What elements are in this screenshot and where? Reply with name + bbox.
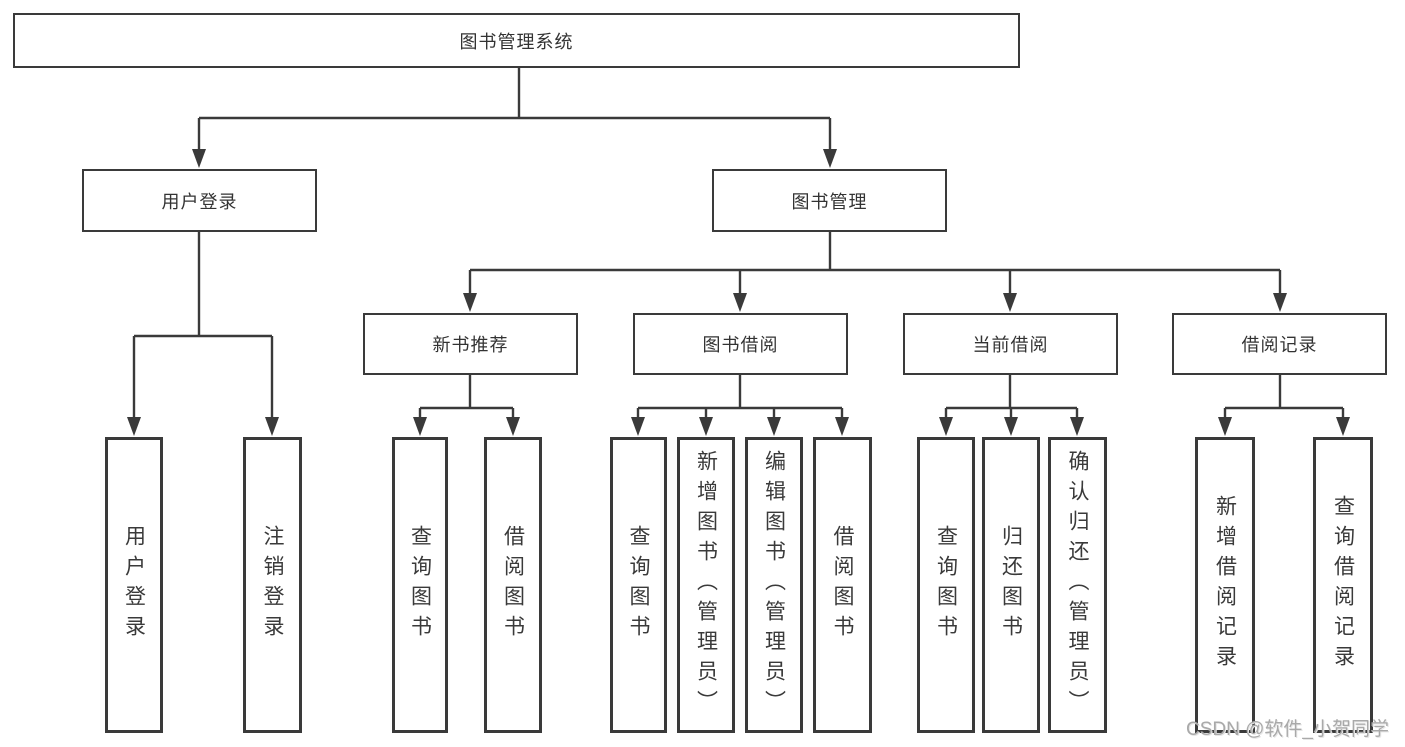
node-user-login-label: 用户登录: [161, 191, 238, 212]
leaf-add-books-admin-label: 新增图书（管理员）: [694, 450, 718, 720]
leaf-query-books-recommend: 查询图书: [392, 437, 448, 733]
node-book-management: 图书管理: [712, 169, 947, 232]
leaf-return-books-label: 归还图书: [999, 525, 1023, 645]
leaf-logout: 注销登录: [243, 437, 302, 733]
leaf-edit-books-admin: 编辑图书（管理员）: [745, 437, 803, 733]
watermark: CSDN @软件_小贺同学: [1186, 719, 1389, 740]
leaf-query-borrow-record: 查询借阅记录: [1313, 437, 1373, 733]
leaf-user-login: 用户登录: [105, 437, 163, 733]
node-user-login: 用户登录: [82, 169, 317, 232]
node-borrowing-records-label: 借阅记录: [1241, 335, 1318, 355]
leaf-edit-books-admin-label: 编辑图书（管理员）: [762, 450, 786, 720]
leaf-logout-label: 注销登录: [261, 525, 284, 645]
leaf-user-login-label: 用户登录: [122, 525, 146, 645]
node-book-management-label: 图书管理: [791, 191, 868, 212]
leaf-add-books-admin: 新增图书（管理员）: [677, 437, 735, 733]
leaf-add-borrow-record: 新增借阅记录: [1195, 437, 1255, 733]
leaf-query-books-borrowing-label: 查询图书: [627, 525, 650, 645]
node-book-borrowing-label: 图书借阅: [702, 335, 779, 355]
node-borrowing-records: 借阅记录: [1172, 313, 1387, 375]
node-current-borrowing-label: 当前借阅: [972, 335, 1049, 355]
node-book-borrowing: 图书借阅: [633, 313, 848, 375]
leaf-borrow-books-recommend-label: 借阅图书: [501, 525, 525, 645]
node-root: 图书管理系统: [13, 13, 1020, 68]
leaf-return-books: 归还图书: [982, 437, 1040, 733]
leaf-query-books-current-label: 查询图书: [934, 525, 958, 645]
node-new-book-recommend-label: 新书推荐: [432, 335, 509, 355]
node-current-borrowing: 当前借阅: [903, 313, 1118, 375]
arrowhead-icons: [127, 149, 1350, 436]
leaf-borrow-books-recommend: 借阅图书: [484, 437, 542, 733]
leaf-add-borrow-record-label: 新增借阅记录: [1213, 495, 1237, 675]
leaf-query-borrow-record-label: 查询借阅记录: [1331, 495, 1355, 675]
leaf-borrow-books-borrowing: 借阅图书: [813, 437, 872, 733]
leaf-confirm-return-admin: 确认归还（管理员）: [1048, 437, 1107, 733]
leaf-query-books-current: 查询图书: [917, 437, 975, 733]
node-root-label: 图书管理系统: [459, 31, 574, 52]
leaf-query-books-borrowing: 查询图书: [610, 437, 667, 733]
leaf-borrow-books-borrowing-label: 借阅图书: [831, 525, 854, 645]
node-new-book-recommend: 新书推荐: [363, 313, 578, 375]
leaf-confirm-return-admin-label: 确认归还（管理员）: [1066, 450, 1089, 720]
leaf-query-books-recommend-label: 查询图书: [408, 525, 432, 645]
